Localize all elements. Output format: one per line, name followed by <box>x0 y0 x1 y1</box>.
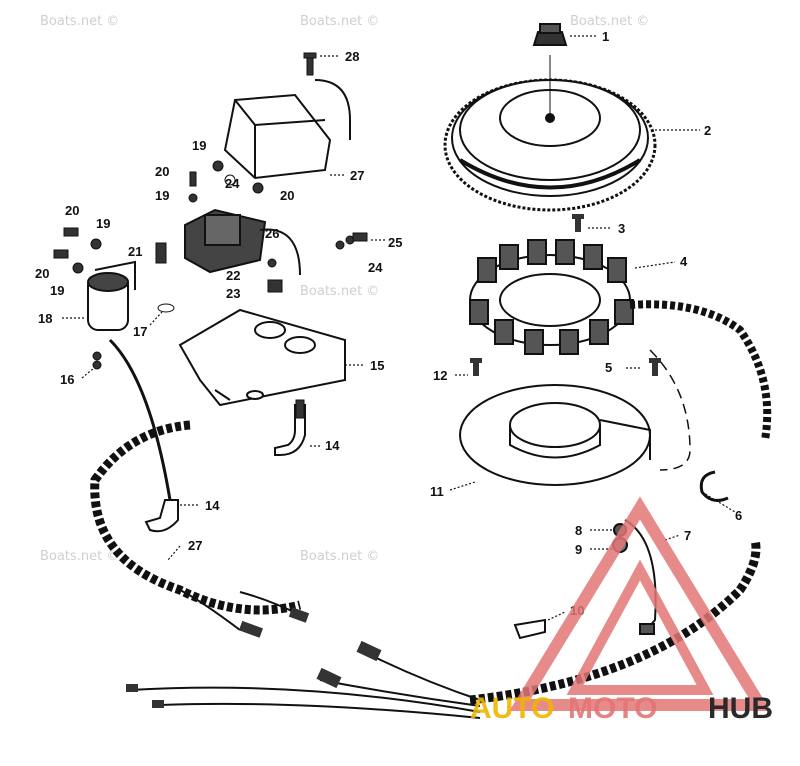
callout-8: 8 <box>575 523 582 538</box>
callout-12: 12 <box>433 368 447 383</box>
callout-20: 20 <box>65 203 79 218</box>
harness-leads <box>129 589 481 719</box>
callout-1: 1 <box>602 29 609 44</box>
spark-plug-boot <box>144 404 306 533</box>
watermark: Boats.net © <box>300 14 379 29</box>
callout-26: 26 <box>265 226 279 241</box>
callout-21: 21 <box>128 244 142 259</box>
callout-27: 27 <box>350 168 364 183</box>
callout-19: 19 <box>155 188 169 203</box>
callout-23: 23 <box>226 286 240 301</box>
callout-17: 17 <box>133 324 147 339</box>
stator-harness <box>629 300 772 441</box>
callout-11: 11 <box>430 484 444 499</box>
logo-moto: MOTO <box>568 692 657 725</box>
flywheel-nut <box>532 23 568 46</box>
watermark: Boats.net © <box>40 549 119 564</box>
retaining-ring <box>699 470 729 502</box>
lower-harness <box>90 420 302 615</box>
callout-15: 15 <box>370 358 384 373</box>
connector <box>126 607 382 708</box>
coil-wire <box>108 338 172 501</box>
watermark: Boats.net © <box>300 284 379 299</box>
right-harness <box>469 538 761 705</box>
callout-4: 4 <box>680 254 688 269</box>
regulator-cover <box>223 79 351 180</box>
callout-19: 19 <box>96 216 110 231</box>
callout-24: 24 <box>225 176 240 191</box>
watermark: Boats.net © <box>570 14 649 29</box>
mounting-bracket <box>178 308 346 407</box>
callout-19: 19 <box>192 138 206 153</box>
callout-5: 5 <box>605 360 612 375</box>
watermark: Boats.net © <box>40 14 119 29</box>
watermark: Boats.net © <box>300 549 379 564</box>
callout-22: 22 <box>226 268 240 283</box>
left-coil <box>87 260 136 331</box>
leader-lines <box>62 35 736 621</box>
logo-hub: HUB <box>708 692 773 725</box>
dashed-guide <box>649 349 691 471</box>
callout-20: 20 <box>155 164 169 179</box>
callout-28: 28 <box>345 49 359 64</box>
automotohub-logo: AUTO MOTO HUB <box>470 496 773 725</box>
trigger-plate <box>459 384 651 486</box>
stator <box>469 239 634 355</box>
callout-19: 19 <box>50 283 64 298</box>
ignition-coil-block <box>184 208 301 276</box>
callout-20: 20 <box>35 266 49 281</box>
logo-auto: AUTO <box>470 692 554 725</box>
callout-16: 16 <box>60 372 74 387</box>
callout-2: 2 <box>704 123 711 138</box>
callout-6: 6 <box>735 508 742 523</box>
callout-3: 3 <box>618 221 625 236</box>
callout-25: 25 <box>388 235 402 250</box>
callout-14: 14 <box>205 498 220 513</box>
callout-9: 9 <box>575 542 582 557</box>
callout-24: 24 <box>368 260 383 275</box>
hardware <box>53 52 368 419</box>
callout-7: 7 <box>684 528 691 543</box>
flywheel <box>443 55 657 212</box>
callout-14: 14 <box>325 438 340 453</box>
screw <box>470 214 661 376</box>
callout-27: 27 <box>188 538 202 553</box>
callout-18: 18 <box>38 311 52 326</box>
callout-20: 20 <box>280 188 294 203</box>
